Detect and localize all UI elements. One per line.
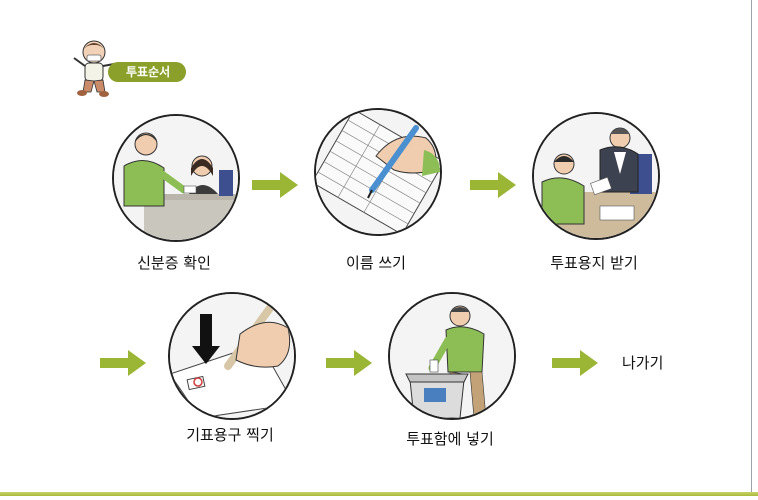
section-header: 투표순서 xyxy=(70,36,200,102)
step-label-ballot-box: 투표함에 넣기 xyxy=(406,430,494,448)
bottom-border xyxy=(0,492,758,496)
step-label-sign-name: 이름 쓰기 xyxy=(346,254,406,272)
section-title-badge: 투표순서 xyxy=(108,62,187,82)
step-receive-ballot-illustration xyxy=(532,112,660,240)
step-label-receive-ballot: 투표용지 받기 xyxy=(550,254,638,272)
step-ballot-box-illustration xyxy=(388,292,516,420)
step-stamp-illustration xyxy=(168,292,296,420)
arrow-right-icon xyxy=(252,172,298,198)
step-sign-name-illustration xyxy=(314,108,442,236)
step-id-check-illustration xyxy=(112,114,240,242)
arrow-right-icon xyxy=(326,350,372,376)
kid-mascot-icon xyxy=(73,40,115,97)
arrow-right-icon xyxy=(470,172,516,198)
step-label-exit: 나가기 xyxy=(622,354,664,372)
right-border xyxy=(751,0,752,492)
step-label-stamp: 기표용구 찍기 xyxy=(186,426,274,444)
arrow-right-icon xyxy=(100,350,146,376)
arrow-right-icon xyxy=(552,350,598,376)
step-label-id-check: 신분증 확인 xyxy=(137,254,211,272)
